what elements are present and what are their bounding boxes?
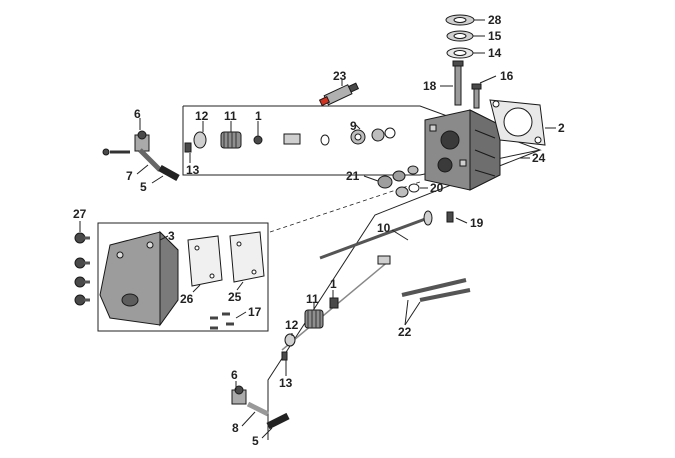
callout-26: 26 bbox=[180, 292, 194, 306]
rocker-arm-6b bbox=[231, 385, 247, 405]
callout-19: 19 bbox=[470, 216, 484, 230]
valve-guide-upper bbox=[283, 133, 301, 145]
nut-upper-left bbox=[102, 148, 110, 156]
bolt-27-group bbox=[74, 232, 90, 306]
valve-keeper-13b bbox=[281, 351, 288, 361]
rocker-shaft-7 bbox=[110, 148, 162, 172]
callout-13-lower: 13 bbox=[279, 376, 293, 390]
washer-20 bbox=[395, 183, 420, 198]
callout-23: 23 bbox=[333, 69, 347, 83]
callout-20: 20 bbox=[430, 181, 444, 195]
spring-retainer-12a bbox=[193, 131, 207, 149]
callout-22: 22 bbox=[398, 325, 412, 339]
oring-upper bbox=[320, 134, 330, 146]
seal-9 bbox=[350, 127, 396, 145]
dash-link-line bbox=[269, 181, 421, 233]
leader-lines bbox=[79, 19, 556, 439]
seal-21 bbox=[377, 165, 419, 189]
valve-spring-11a bbox=[220, 131, 242, 149]
gasket-25 bbox=[229, 231, 265, 283]
gasket-15 bbox=[446, 30, 474, 42]
adjuster-stud-5a bbox=[158, 164, 180, 182]
bolt-18 bbox=[452, 60, 464, 106]
spring-seat-1a bbox=[253, 135, 263, 145]
callout-25: 25 bbox=[228, 290, 242, 304]
callout-12-upper: 12 bbox=[195, 109, 209, 123]
callout-13-upper: 13 bbox=[186, 163, 200, 177]
spring-seat-1b bbox=[329, 297, 339, 309]
callout-21: 21 bbox=[346, 169, 360, 183]
valve-spring-11b bbox=[304, 309, 324, 329]
callout-5-upper: 5 bbox=[140, 180, 147, 194]
stud-16 bbox=[471, 83, 482, 109]
callout-27: 27 bbox=[73, 207, 87, 221]
callout-16: 16 bbox=[500, 69, 514, 83]
long-bolts-22 bbox=[401, 278, 471, 302]
callout-17: 17 bbox=[248, 305, 262, 319]
head-cover-3 bbox=[99, 230, 179, 327]
rocker-arm-6a bbox=[134, 130, 150, 152]
callout-2: 2 bbox=[558, 121, 565, 135]
callout-12-lower: 12 bbox=[285, 318, 299, 332]
callout-3: 3 bbox=[168, 229, 175, 243]
callout-8: 8 bbox=[232, 421, 239, 435]
callout-5-lower: 5 bbox=[252, 434, 259, 448]
callout-11-lower: 11 bbox=[306, 292, 319, 306]
cover-group-box bbox=[97, 222, 269, 332]
screws-17 bbox=[210, 312, 234, 330]
callout-9: 9 bbox=[350, 119, 357, 133]
valve-10 bbox=[319, 210, 433, 260]
pin-19 bbox=[446, 211, 454, 223]
adjuster-stud-5b bbox=[266, 412, 290, 430]
callout-6-lower: 6 bbox=[231, 368, 238, 382]
gasket-26 bbox=[187, 235, 223, 287]
callout-7: 7 bbox=[126, 169, 133, 183]
callout-24: 24 bbox=[532, 151, 546, 165]
callout-10: 10 bbox=[377, 221, 391, 235]
callout-11-upper: 11 bbox=[224, 109, 237, 123]
callout-labels: 28 15 14 18 16 23 2 24 6 12 11 1 9 13 7 … bbox=[73, 13, 565, 448]
callout-1-upper: 1 bbox=[255, 109, 262, 123]
cylinder-head bbox=[424, 109, 501, 191]
head-gasket-2 bbox=[489, 99, 546, 146]
callout-1-lower: 1 bbox=[330, 277, 337, 291]
callout-14: 14 bbox=[488, 46, 502, 60]
callout-15: 15 bbox=[488, 29, 502, 43]
gasket-28 bbox=[445, 14, 475, 26]
callout-28: 28 bbox=[488, 13, 502, 27]
spring-retainer-12b bbox=[284, 333, 296, 347]
gasket-14 bbox=[446, 47, 474, 59]
callout-18: 18 bbox=[423, 79, 437, 93]
spark-plug-23 bbox=[318, 82, 360, 107]
valve-keeper-13a bbox=[184, 142, 192, 153]
callout-6-upper: 6 bbox=[134, 107, 141, 121]
rocker-shaft-8 bbox=[246, 401, 270, 417]
